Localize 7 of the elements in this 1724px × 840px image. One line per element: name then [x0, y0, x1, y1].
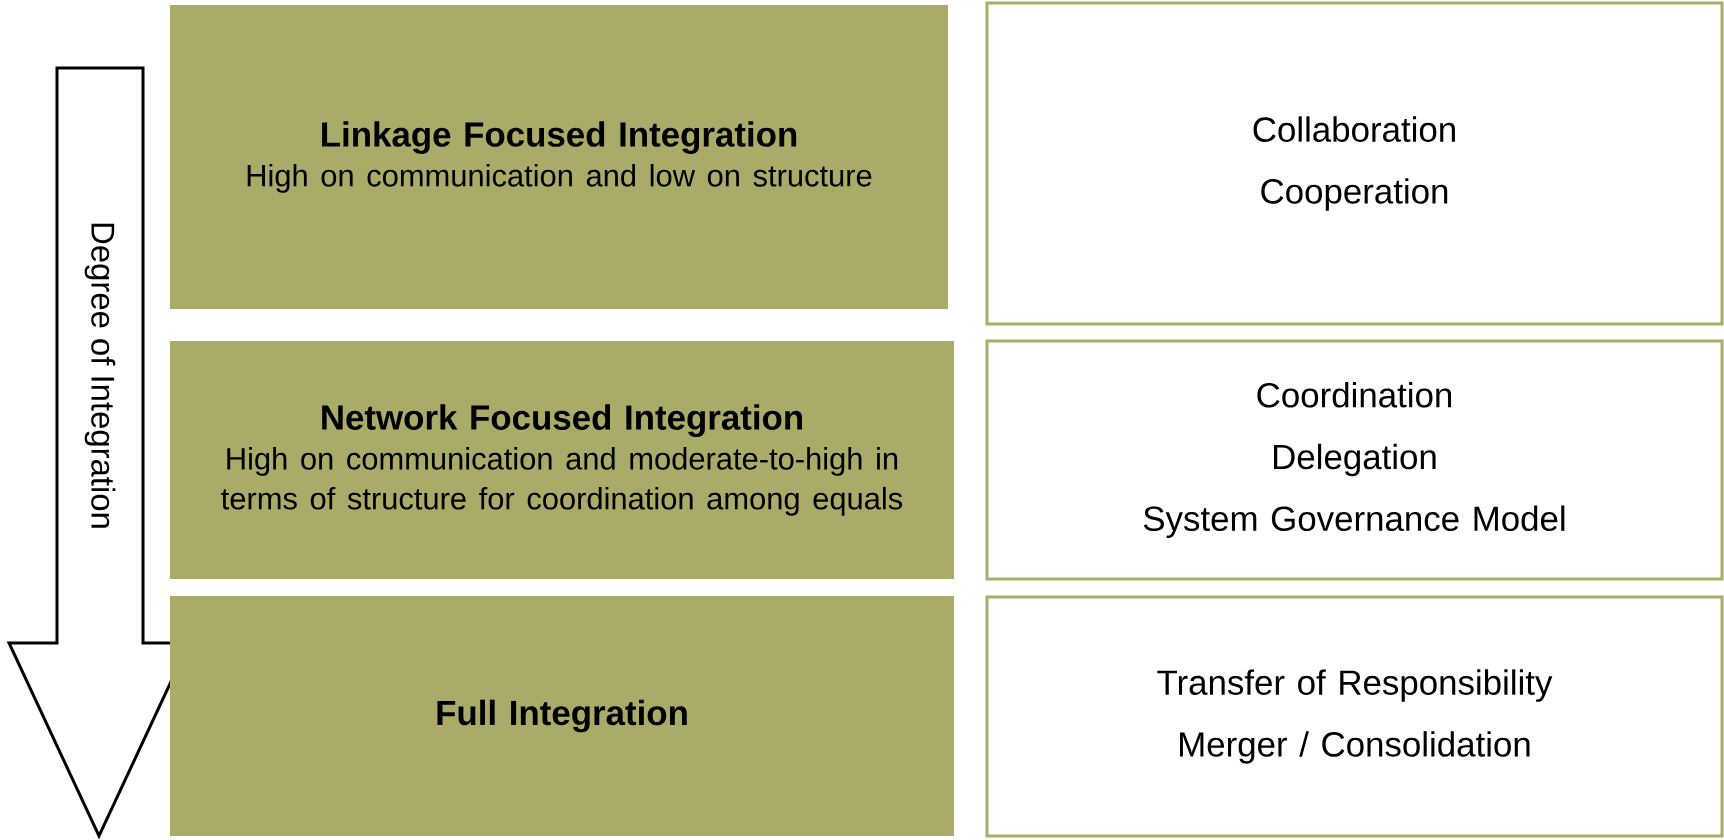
category-box: Full Integration [170, 596, 954, 836]
example-box: Collaboration Cooperation [985, 1, 1724, 326]
example-box: Transfer of Responsibility Merger / Consolidation [985, 595, 1724, 838]
category-box: Linkage Focused Integration High on communication and low on structure [170, 5, 948, 309]
example-box: Coordination Delegation System Governance Model [985, 339, 1724, 581]
category-box: Network Focused Integration High on communication and moderate-to-high in terms of structure for coordination among equals [170, 341, 954, 579]
arrow-box: Degree of Integration [6, 66, 192, 840]
